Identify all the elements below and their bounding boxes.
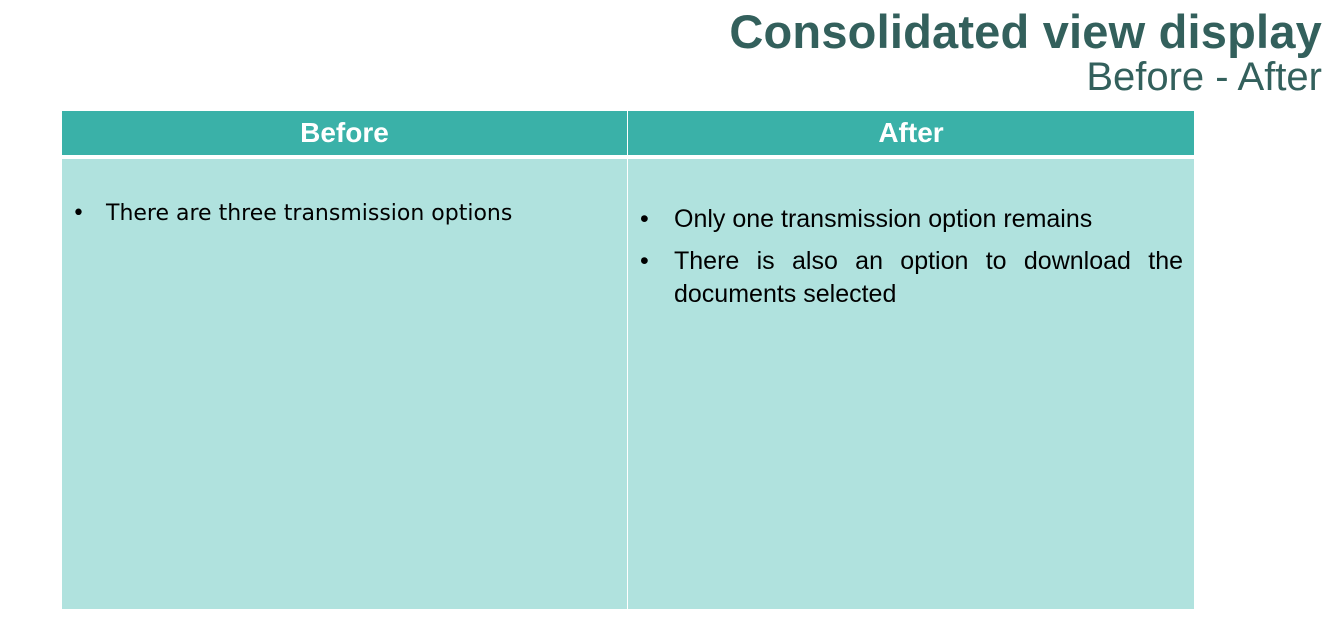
bullet-icon: • [640,205,649,233]
bullet-icon: • [72,201,85,226]
title-block: Consolidated view display Before - After [729,4,1322,98]
before-cell: • There are three transmission options [62,159,627,609]
before-bullet-list: • There are three transmission options [72,200,592,228]
before-bullet-item: • There are three transmission options [72,200,592,228]
column-header-after: After [628,111,1194,155]
page-subtitle: Before - After [1086,55,1322,99]
bullet-text: There is also an option to download the … [674,247,1183,308]
page-title: Consolidated view display [729,5,1322,58]
after-bullet-list: • Only one transmission option remains •… [640,203,1183,320]
column-divider [627,159,628,609]
column-header-before: Before [62,111,627,155]
after-bullet-item: • Only one transmission option remains [640,203,1183,236]
comparison-table: Before After • There are three transmiss… [62,111,1194,609]
bullet-text: There are three transmission options [106,201,513,226]
bullet-text: Only one transmission option remains [674,205,1093,233]
bullet-icon: • [640,247,649,275]
after-bullet-item: • There is also an option to download th… [640,245,1183,311]
column-divider [627,111,628,155]
after-cell: • Only one transmission option remains •… [628,159,1194,609]
header-divider [62,155,1194,159]
